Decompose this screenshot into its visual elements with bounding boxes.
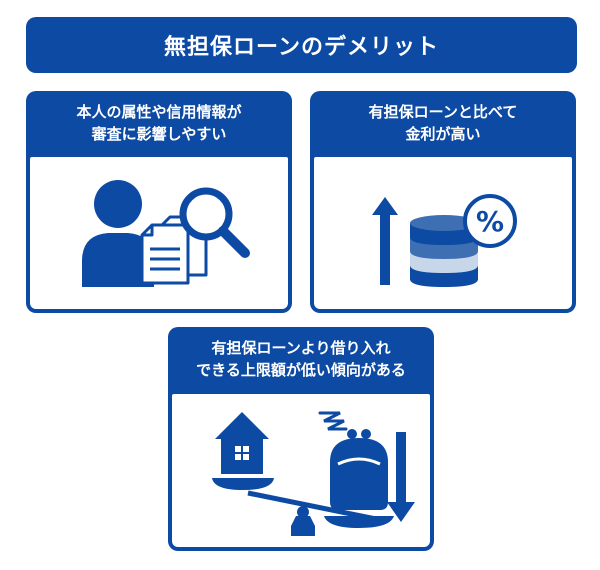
down-arrow-icon — [387, 432, 415, 522]
card-heading: 有担保ローンより借り入れ できる上限額が低い傾向がある — [168, 327, 434, 381]
person-icon — [82, 180, 154, 287]
card-heading-line-1: 有担保ローンと比べて — [368, 103, 518, 121]
balance-scale-icon — [212, 478, 394, 536]
percent-icon: % — [463, 194, 517, 248]
card-heading-line-2: 審査に影響しやすい — [91, 125, 227, 143]
card-heading-line-1: 本人の属性や信用情報が — [76, 103, 242, 121]
card-heading: 有担保ローンと比べて 金利が高い — [310, 91, 576, 145]
percent-symbol: % — [476, 205, 504, 238]
up-arrow-icon — [372, 197, 398, 285]
card-higher-interest: 有担保ローンと比べて 金利が高い % — [310, 91, 576, 313]
card-credit-screening: 本人の属性や信用情報が 審査に影響しやすい — [26, 91, 292, 313]
card-heading-line-2: できる上限額が低い傾向がある — [196, 361, 406, 379]
card-lower-limit: 有担保ローンより借り入れ できる上限額が低い傾向がある — [168, 327, 434, 551]
page-title: 無担保ローンのデメリット — [26, 17, 577, 73]
coin-stack-icon — [410, 215, 478, 287]
magnifier-icon — [179, 187, 250, 258]
card-heading-line-1: 有担保ローンより借り入れ — [211, 339, 391, 357]
purse-icon — [330, 429, 388, 510]
house-icon — [215, 412, 269, 474]
card-illustration-area — [30, 157, 288, 309]
card-illustration-area — [172, 394, 430, 547]
stress-swirl-icon — [318, 411, 348, 431]
card-illustration-area: % — [314, 157, 572, 309]
card-heading: 本人の属性や信用情報が 審査に影響しやすい — [26, 91, 292, 145]
card-heading-line-2: 金利が高い — [405, 125, 481, 143]
